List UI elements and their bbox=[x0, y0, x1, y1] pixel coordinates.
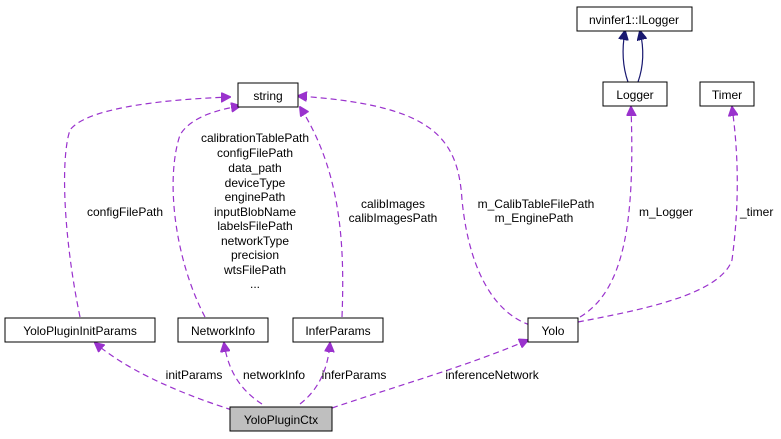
edge-label-networkinfo-member: labelsFilePath bbox=[217, 219, 292, 233]
node-yolo-plugin-init-params-label: YoloPluginInitParams bbox=[23, 324, 137, 338]
dependency-edge-yolo-string bbox=[298, 96, 531, 326]
inheritance-edge-logger-ilogger-a bbox=[623, 31, 628, 83]
node-ilogger-label: nvinfer1::ILogger bbox=[589, 13, 679, 27]
edge-label-network-info: networkInfo bbox=[243, 368, 305, 382]
dependency-edge-ctx-initparams bbox=[95, 343, 233, 411]
edge-label-yolo-string-member: m_EnginePath bbox=[495, 211, 574, 225]
edge-label-inferparams-member: calibImagesPath bbox=[349, 211, 438, 225]
edge-label-m-logger: m_Logger bbox=[639, 205, 693, 219]
edge-label-networkinfo-member: calibrationTablePath bbox=[201, 131, 309, 145]
node-string[interactable]: string bbox=[237, 82, 299, 108]
node-string-label: string bbox=[253, 89, 282, 103]
dependency-edge-networkinfo-string bbox=[172, 106, 240, 318]
node-yolo[interactable]: Yolo bbox=[527, 317, 579, 343]
edge-label-networkinfo-member: precision bbox=[231, 248, 279, 262]
edge-label-config-file-path: configFilePath bbox=[87, 205, 163, 219]
dependency-edge-ctx-yolo bbox=[331, 340, 528, 409]
inheritance-edge-logger-ilogger-b bbox=[638, 31, 643, 83]
edge-label-networkinfo-member: inputBlobName bbox=[214, 205, 296, 219]
node-infer-params-label: InferParams bbox=[305, 324, 370, 338]
node-timer[interactable]: Timer bbox=[699, 81, 755, 107]
edge-label-networkinfo-member: ... bbox=[250, 277, 260, 291]
dependency-edge-inferparams-string bbox=[300, 107, 344, 318]
dependency-edge-ctx-inferparams bbox=[299, 343, 330, 405]
dependency-edge-yolo-timer bbox=[577, 107, 737, 323]
node-timer-label: Timer bbox=[712, 88, 742, 102]
node-yolo-plugin-init-params[interactable]: YoloPluginInitParams bbox=[4, 317, 156, 343]
dependency-edge-initparams-string bbox=[63, 97, 230, 318]
edge-label-networkinfo-member: networkType bbox=[221, 234, 289, 248]
node-yolo-plugin-ctx[interactable]: YoloPluginCtx bbox=[229, 406, 333, 432]
edge-label-networkinfo-member: deviceType bbox=[225, 176, 286, 190]
edge-label-inference-network: inferenceNetwork bbox=[445, 368, 539, 382]
edge-label-networkinfo-member: configFilePath bbox=[217, 146, 293, 160]
edge-label-infer-params: inferParams bbox=[322, 368, 387, 382]
node-network-info[interactable]: NetworkInfo bbox=[177, 317, 269, 343]
node-yolo-plugin-ctx-label: YoloPluginCtx bbox=[244, 413, 318, 427]
dependency-edge-yolo-logger bbox=[579, 107, 632, 318]
edge-label-yolo-string-member: m_CalibTableFilePath bbox=[478, 197, 595, 211]
node-ilogger[interactable]: nvinfer1::ILogger bbox=[576, 6, 693, 32]
edge-label-networkinfo-member: data_path bbox=[228, 161, 281, 175]
node-logger-label: Logger bbox=[616, 88, 653, 102]
edge-label-networkinfo-member: wtsFilePath bbox=[223, 263, 286, 277]
edge-label-inferparams-member: calibImages bbox=[361, 197, 425, 211]
node-infer-params[interactable]: InferParams bbox=[292, 317, 384, 343]
edge-label-networkinfo-member: enginePath bbox=[225, 190, 286, 204]
node-yolo-label: Yolo bbox=[542, 324, 565, 338]
edge-label-init-params: initParams bbox=[166, 368, 223, 382]
node-network-info-label: NetworkInfo bbox=[191, 324, 255, 338]
node-logger[interactable]: Logger bbox=[602, 81, 668, 107]
edge-label-timer: _timer bbox=[739, 205, 773, 219]
